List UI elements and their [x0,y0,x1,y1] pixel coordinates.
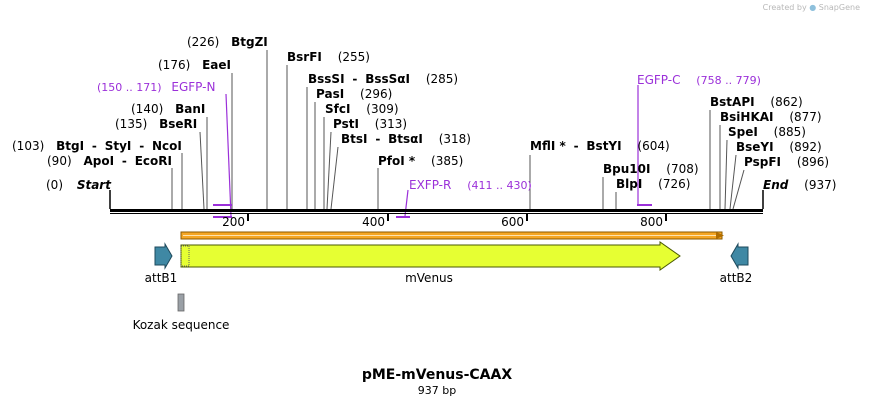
site-bstapi[interactable]: BstAPI (862) [710,95,803,109]
site-bsssi[interactable]: BssSI - BssSαI (285) [308,72,458,86]
ruler-label-400: 400 [362,215,385,229]
site-bani[interactable]: (140) BanI [131,102,205,116]
primer-egfp-n[interactable]: (150 .. 171) EGFP-N [97,80,215,94]
site-bpu10i[interactable]: Bpu10I (708) [603,162,699,176]
end-label: End (937) [763,178,836,192]
ruler-label-200: 200 [222,215,245,229]
primer-labels: (150 .. 171) EGFP-N EGFP-C (758 .. 779) … [97,73,761,192]
snapgene-logo-icon: ● [809,3,817,12]
connector-psti [326,131,332,210]
connector-spei [724,139,728,210]
primer-bar-egfp-n-top [213,204,232,206]
site-psti[interactable]: PstI (313) [333,117,407,131]
site-mfli[interactable]: MflI * - BstYI (604) [530,139,670,153]
primer-bar-egfp-c[interactable] [637,204,652,206]
backbone-bottom-strand [110,213,763,214]
site-btgzi[interactable]: (226) BtgZI [187,35,268,49]
site-sfci[interactable]: SfcI (309) [325,102,399,116]
attb1-label: attB1 [145,271,178,285]
site-bseyi[interactable]: BseYI (892) [736,140,822,154]
mvenus-feature-arrow[interactable] [180,241,681,271]
connector-exfp-r [404,189,409,217]
watermark-brand: SnapGene [818,3,860,12]
primer-egfp-c[interactable]: EGFP-C (758 .. 779) [637,73,761,87]
primer-exfp-r[interactable]: EXFP-R (411 .. 430) [409,178,532,192]
kozak-label: Kozak sequence [133,318,230,332]
site-pasi[interactable]: PasI (296) [316,87,392,101]
backbone-top-strand [110,209,763,212]
connector-pspfi [732,169,745,210]
kozak-overlap-marker [180,245,190,267]
connector-bseri [199,131,205,210]
site-connectors [171,50,745,210]
connector-egfp-n [225,93,232,217]
start-label: (0) Start [46,178,112,192]
attb1-feature-arrow[interactable] [154,242,173,270]
primer-bar-egfp-n[interactable] [213,216,232,218]
site-apoi[interactable]: (90) ApoI - EcoRI [47,154,172,168]
site-bseri[interactable]: (135) BseRI [115,117,197,131]
site-blpi[interactable]: BlpI (726) [616,177,690,191]
connector-bseyi [729,154,737,210]
orf-arrowhead [716,232,724,239]
connector-btsi [330,146,339,210]
attb2-feature-arrow[interactable] [730,242,749,270]
attb2-label: attB2 [720,271,753,285]
site-labels: (226) BtgZI BsrFI (255) (176) EaeI BssSI… [12,35,829,191]
end-labels: (0) Start End (937) [46,178,836,192]
plasmid-length: 937 bp [417,384,457,397]
kozak-feature-box[interactable] [177,293,185,312]
primer-bar-exfp-r[interactable] [396,216,410,218]
site-spei[interactable]: SpeI (885) [728,125,806,139]
site-pspfi[interactable]: PspFI (896) [744,155,829,169]
ruler-label-800: 800 [640,215,663,229]
ruler-ticks [247,214,667,221]
snapgene-watermark: Created by ● SnapGene [763,3,860,12]
plasmid-name: pME-mVenus-CAAX [361,367,513,383]
ruler-label-600: 600 [501,215,524,229]
feature-labels: attB1 mVenus attB2 Kozak sequence [133,271,753,332]
site-btgi[interactable]: (103) BtgI - StyI - NcoI [12,139,182,153]
site-btsi[interactable]: BtsI - BtsαI (318) [341,132,471,146]
ruler-labels: 200 400 600 800 [222,215,663,229]
site-pfoi[interactable]: PfoI * (385) [378,154,463,168]
watermark-prefix: Created by [762,3,807,12]
mvenus-label: mVenus [405,271,453,285]
site-bsrfi[interactable]: BsrFI (255) [287,50,370,64]
site-eaei[interactable]: (176) EaeI [158,58,231,72]
site-bsihkai[interactable]: BsiHKAI (877) [720,110,822,124]
